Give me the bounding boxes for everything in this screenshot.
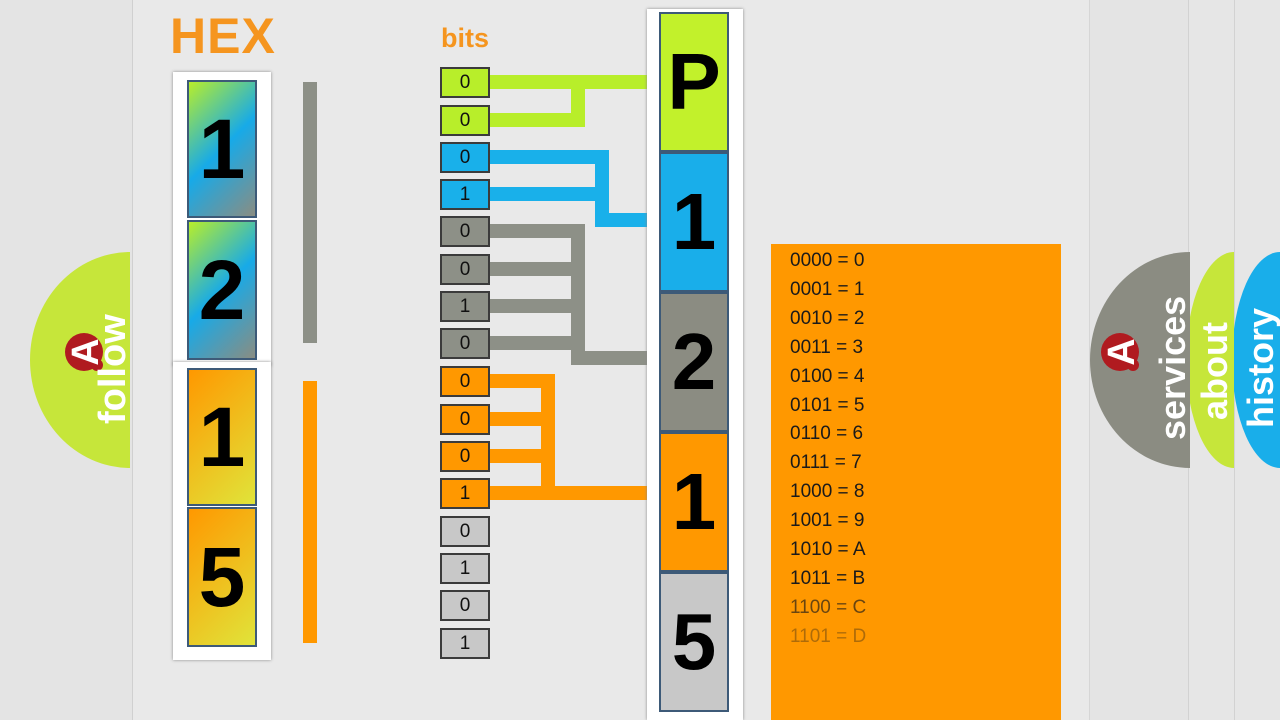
bit-cell: 1 <box>440 553 490 584</box>
lookup-row: 1001 = 9 <box>790 510 865 532</box>
bit-cell: 1 <box>440 478 490 509</box>
lookup-row: 0101 = 5 <box>790 394 865 416</box>
about-tab-shape <box>1186 252 1234 468</box>
about-tab[interactable] <box>1186 252 1234 468</box>
history-tab[interactable] <box>1232 252 1280 468</box>
hex-digit-3: 1 <box>187 368 257 506</box>
brand-logo-icon-right: A <box>1101 333 1143 371</box>
ascii-char-2: 1 <box>659 152 729 292</box>
lookup-row: 0000 = 0 <box>790 250 865 271</box>
history-tab-shape <box>1232 252 1280 468</box>
services-tab[interactable]: A <box>1090 252 1190 468</box>
bits-heading: bits <box>441 23 490 53</box>
services-tab-shape <box>1090 252 1190 468</box>
svg-text:A: A <box>65 338 107 365</box>
lookup-row: 1100 = C <box>790 596 867 618</box>
bit-cell: 0 <box>440 441 490 472</box>
bit-cell: 0 <box>440 67 490 98</box>
wire-group <box>270 75 648 650</box>
lookup-row: 0010 = 2 <box>790 307 865 329</box>
lookup-row: 1101 = D <box>790 625 867 647</box>
lookup-row: 0110 = 6 <box>790 423 864 445</box>
lookup-row: 0100 = 4 <box>790 365 865 387</box>
bit-cell: 0 <box>440 328 490 359</box>
bit-cell: 0 <box>440 516 490 547</box>
ascii-char-1: P <box>659 12 729 152</box>
svg-text:A: A <box>1101 338 1143 365</box>
follow-tab[interactable]: A <box>30 252 132 468</box>
hex-heading: HEX <box>170 8 276 64</box>
bit-cell: 0 <box>440 254 490 285</box>
hex-digit-2: 2 <box>187 220 257 360</box>
ascii-char-4: 1 <box>659 432 729 572</box>
history-tab-label[interactable]: history <box>1240 307 1280 428</box>
ascii-char-5: 5 <box>659 572 729 712</box>
hex-digit-4: 5 <box>187 507 257 647</box>
lookup-row: 1000 = 8 <box>790 481 865 503</box>
services-tab-label[interactable]: services <box>1152 295 1193 440</box>
lookup-table <box>771 244 1061 720</box>
wire <box>490 224 648 365</box>
bit-cell: 0 <box>440 366 490 397</box>
lookup-row: 0011 = 3 <box>790 336 864 358</box>
bit-cell: 0 <box>440 590 490 621</box>
bit-cell: 0 <box>440 142 490 173</box>
bit-cell: 1 <box>440 179 490 210</box>
wire <box>490 82 585 127</box>
bit-cell: 0 <box>440 105 490 136</box>
bit-cell: 1 <box>440 628 490 659</box>
about-tab-label[interactable]: about <box>1194 322 1235 420</box>
follow-tab-label[interactable]: follow <box>92 314 134 424</box>
ascii-char-3: 2 <box>659 292 729 432</box>
wire <box>490 374 555 493</box>
bit-cell: 0 <box>440 404 490 435</box>
lookup-row: 1011 = B <box>790 567 866 589</box>
lookup-row: 1010 = A <box>790 539 866 560</box>
bit-cell: 1 <box>440 291 490 322</box>
brand-logo-icon: A <box>65 333 107 371</box>
hex-digit-1: 1 <box>187 80 257 218</box>
bit-cell: 0 <box>440 216 490 247</box>
lookup-row: 0001 = 1 <box>790 278 865 300</box>
lookup-row: 0111 = 7 <box>790 452 862 474</box>
